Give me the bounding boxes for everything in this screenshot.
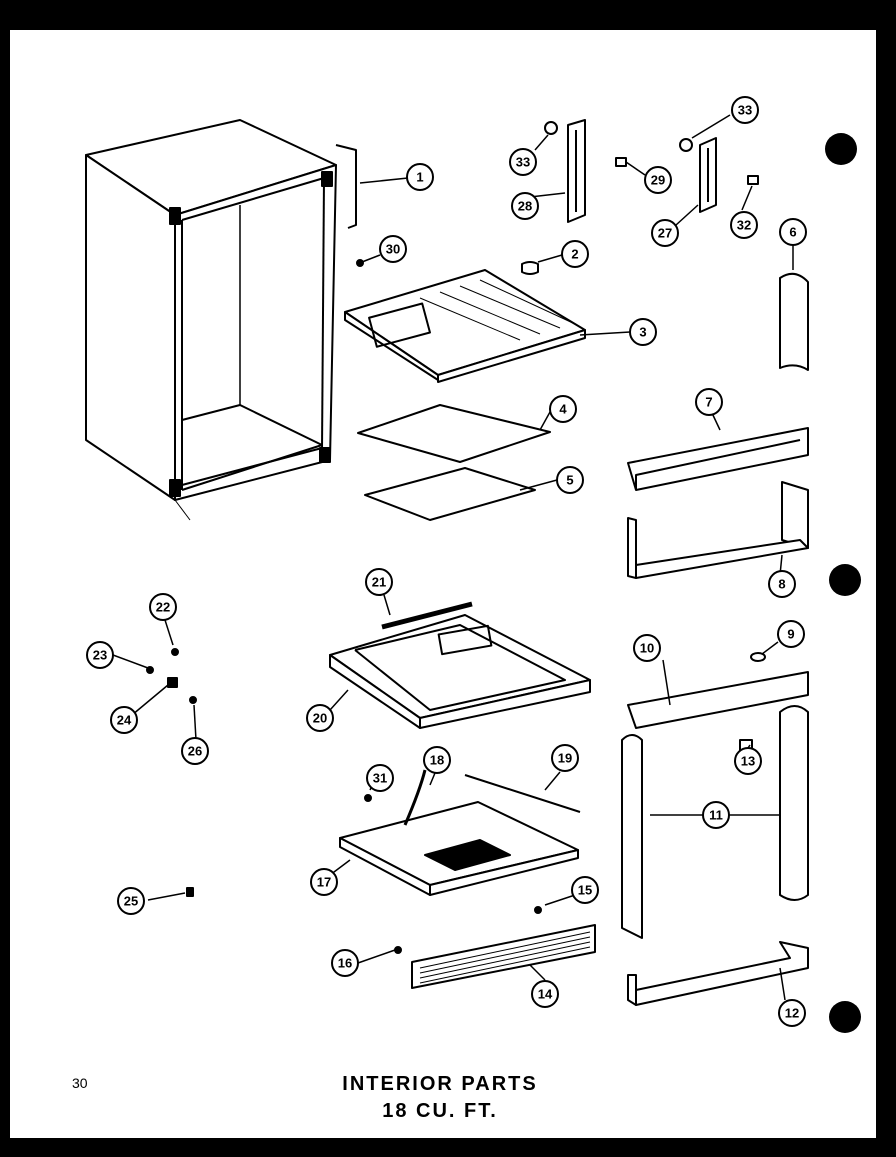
part-33-nut-b xyxy=(679,138,693,152)
callout-2: 2 xyxy=(571,247,578,262)
callout-14: 14 xyxy=(538,987,553,1002)
callout-28: 28 xyxy=(518,199,532,214)
callout-6: 6 xyxy=(789,225,796,240)
punch-hole-middle xyxy=(829,564,861,596)
callout-9: 9 xyxy=(787,627,794,642)
callout-30: 30 xyxy=(386,242,400,257)
part-11-trim-left xyxy=(621,734,643,939)
callout-8: 8 xyxy=(778,577,785,592)
part-28-rail xyxy=(567,119,586,223)
callout-25: 25 xyxy=(124,894,138,909)
callout-27: 27 xyxy=(658,226,672,241)
callout-11: 11 xyxy=(709,808,723,823)
callout-22: 22 xyxy=(156,600,170,615)
part-33-nut-a xyxy=(544,121,558,135)
part-19-rod xyxy=(464,774,581,813)
callout-23: 23 xyxy=(93,648,107,663)
callout-24: 24 xyxy=(117,713,132,728)
part-7-shelf xyxy=(627,427,809,491)
part-2-knob xyxy=(521,261,539,275)
callout-31: 31 xyxy=(373,771,387,786)
callout-15: 15 xyxy=(578,883,592,898)
callout-13: 13 xyxy=(741,754,755,769)
part-25-clip xyxy=(186,887,194,897)
part-26-screw xyxy=(189,696,197,704)
page-number: 30 xyxy=(72,1075,88,1091)
punch-hole-bottom xyxy=(829,1001,861,1033)
callout-18: 18 xyxy=(430,753,444,768)
callout-5: 5 xyxy=(566,473,573,488)
callout-16: 16 xyxy=(338,956,352,971)
callout-1: 1 xyxy=(416,170,423,185)
callout-17: 17 xyxy=(317,875,331,890)
callout-29: 29 xyxy=(651,173,665,188)
part-15-screw xyxy=(534,906,542,914)
part-14-grille xyxy=(411,924,596,989)
part-11-trim-right xyxy=(779,705,809,901)
part-31-screw xyxy=(364,794,372,802)
callout-labels: 1 2 3 4 5 6 7 8 9 10 11 12 13 14 15 16 1… xyxy=(93,103,799,1021)
callout-10: 10 xyxy=(640,641,654,656)
part-4-panel xyxy=(357,404,551,463)
part-18-wire xyxy=(403,769,427,826)
part-17-tray xyxy=(339,801,579,896)
part-5-panel xyxy=(364,467,536,521)
part-9-screw xyxy=(750,652,766,662)
callout-4: 4 xyxy=(559,402,567,417)
callout-19: 19 xyxy=(558,751,572,766)
callouts xyxy=(86,96,807,1027)
callout-33-left: 33 xyxy=(516,155,530,170)
part-32-screw xyxy=(747,175,759,185)
part-24-hinge xyxy=(167,677,178,688)
part-22-screw xyxy=(171,648,179,656)
part-27-rail xyxy=(699,137,717,213)
callout-12: 12 xyxy=(785,1006,799,1021)
part-29-screw xyxy=(615,157,627,167)
part-20-frame xyxy=(329,614,591,729)
callout-33-right: 33 xyxy=(738,103,752,118)
part-8-bin xyxy=(627,481,809,579)
callout-3: 3 xyxy=(639,325,646,340)
part-10-rail xyxy=(627,671,809,729)
part-23-screw xyxy=(146,666,154,674)
diagram-subtitle: 18 CU. FT. xyxy=(382,1100,498,1122)
callout-26: 26 xyxy=(188,744,202,759)
part-12-base-rail xyxy=(627,941,809,1006)
punch-hole-top xyxy=(825,133,857,165)
part-6-trim xyxy=(779,272,809,371)
part-3-cover xyxy=(344,269,586,383)
part-1-bracket xyxy=(335,144,357,229)
callout-21: 21 xyxy=(372,575,386,590)
callout-32: 32 xyxy=(737,218,751,233)
cabinet-liner xyxy=(85,119,337,521)
diagram-title: INTERIOR PARTS xyxy=(342,1073,538,1095)
part-30-screw xyxy=(356,259,364,267)
callout-7: 7 xyxy=(705,395,712,410)
part-16-screw xyxy=(394,946,402,954)
part-21-rod xyxy=(381,601,473,630)
callout-20: 20 xyxy=(313,711,327,726)
